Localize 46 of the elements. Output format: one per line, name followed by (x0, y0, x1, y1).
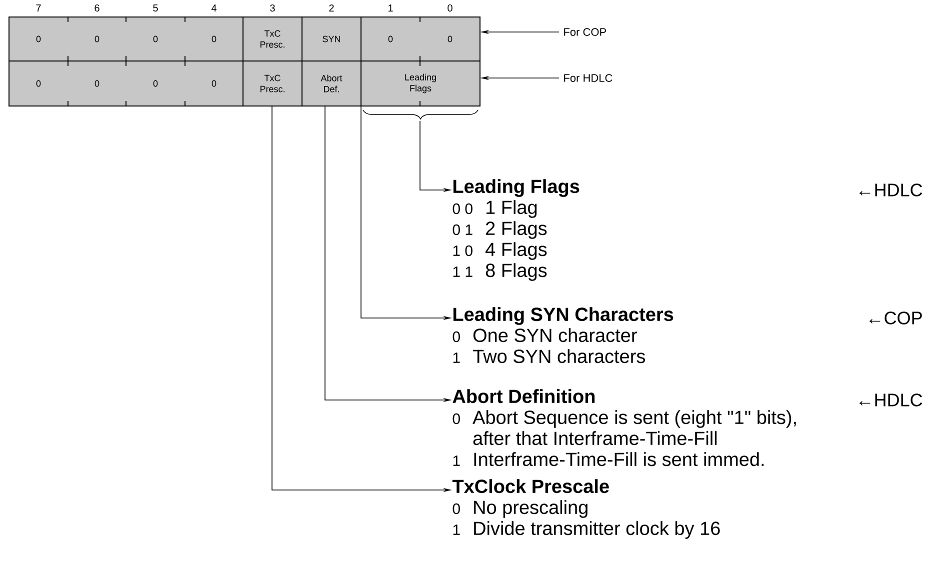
mode-tag: ←HDLC (859, 394, 922, 406)
register-cell: 0 (126, 17, 185, 61)
node-label: 0 (388, 36, 393, 42)
node-label: 0 (448, 36, 452, 42)
field-description: Leading SYN Characters 0 One SYN character 1 Two SYN characters (452, 307, 674, 364)
register-cell: 0 (9, 61, 68, 106)
register-cell: SYN (302, 17, 361, 61)
node-label: 0 (153, 36, 158, 42)
node-label: SYN (322, 36, 340, 42)
bit-number: 5 (153, 4, 158, 12)
bit-number: 6 (94, 4, 100, 12)
register-cell: TxC Presc. (243, 61, 302, 106)
field-description: Abort Definition 0 Abort Sequence is sent (eight "1" bits), after that Interframe-Time-Fill 1 Interframe-Time-Fill is sent immed. (452, 389, 796, 466)
bit-number: 4 (211, 4, 216, 12)
field-description: Leading Flags 0 0 1 Flag 0 1 2 Flags 1 0 4 Flags 1 1 8 Flags (452, 179, 580, 281)
node-label: TxC Presc. (260, 30, 284, 48)
bit-number: 7 (36, 4, 41, 12)
register-cell: 0 (361, 17, 420, 61)
bit-number: 0 (448, 4, 452, 12)
bit-number: 1 (388, 4, 393, 12)
node-label: 0 (94, 36, 100, 42)
mode-tag: ←COP (869, 312, 922, 324)
register-cell: 0 (68, 17, 126, 61)
register-cell: 0 (68, 61, 126, 106)
node-label: Abort Def. (320, 74, 342, 92)
mode-tag: ←HDLC (859, 184, 922, 196)
node-label: 0 (36, 36, 41, 42)
register-cell: Abort Def. (302, 61, 361, 106)
register-cell: TxC Presc. (243, 17, 302, 61)
mode-label: For HDLC (564, 74, 612, 82)
node-label: 0 (212, 36, 216, 42)
node-label: 0 (153, 80, 158, 87)
mode-label: For COP (564, 28, 606, 36)
register-cell: 0 (126, 61, 185, 106)
node-label: 0 (212, 80, 216, 87)
register-cell: 0 (185, 61, 243, 106)
register-cell: 0 (185, 17, 243, 61)
register-cell: 0 (420, 17, 480, 61)
node-label: 0 (36, 80, 41, 87)
node-label: 0 (94, 80, 100, 87)
node-label: TxC Presc. (260, 74, 284, 92)
bit-number: 3 (270, 4, 275, 12)
register-cell: 0 (9, 17, 68, 61)
bit-number: 2 (329, 4, 334, 12)
node-label: Leading Flags (405, 74, 436, 94)
field-description: TxClock Prescale 0 No prescaling 1 Divide transmitter clock by 16 (452, 479, 720, 539)
